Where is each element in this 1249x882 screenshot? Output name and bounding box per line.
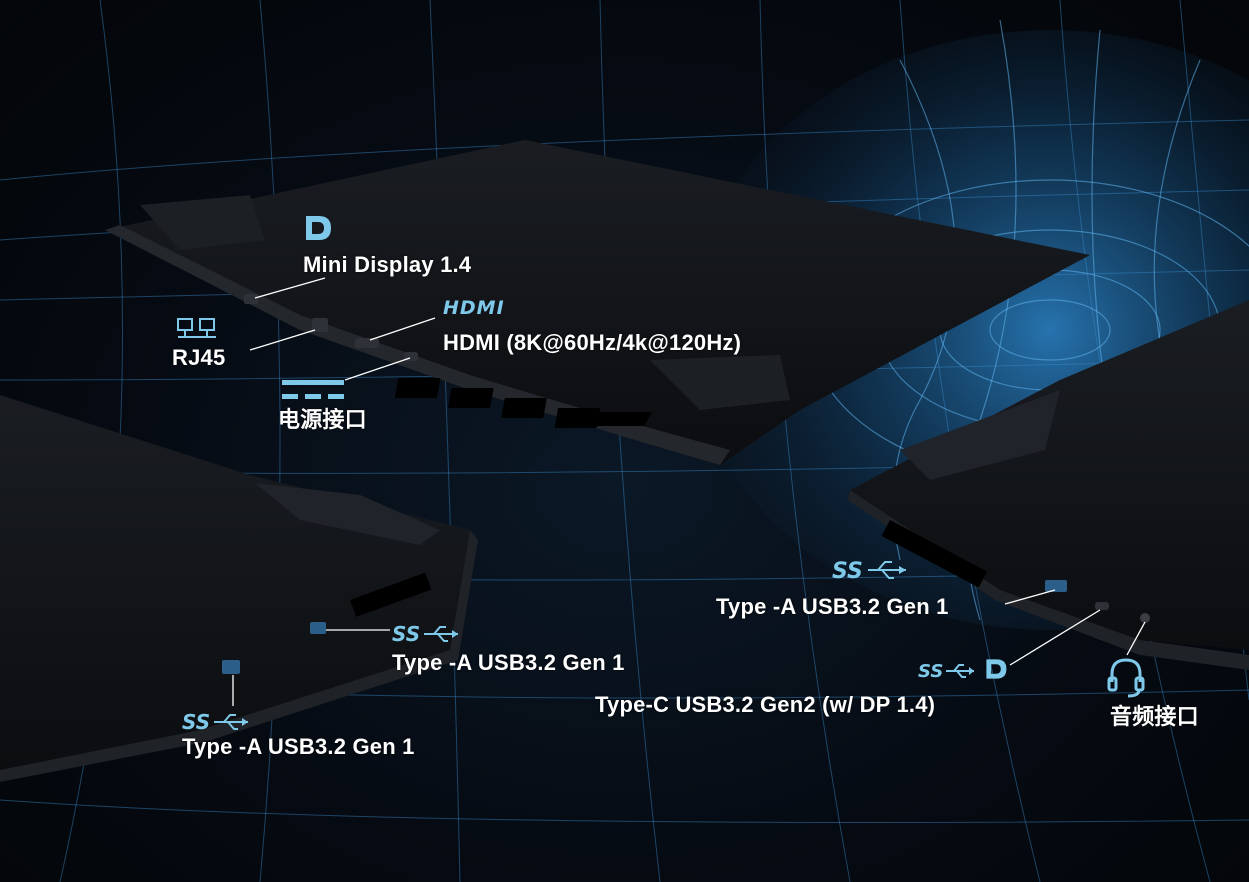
hdmi-logo: HDMI [443,297,505,319]
displayport-icon [986,659,1007,679]
laptop-right [848,300,1249,670]
svg-text:SS: SS [918,661,943,682]
usb-a-left-upper-label: Type -A USB3.2 Gen 1 [392,650,625,675]
audio-label: 音频接口 [1110,704,1199,729]
laptop-left [0,395,478,782]
svg-text:SS: SS [182,710,210,734]
usb-ss-icon: SS [832,559,906,584]
svg-text:SS: SS [392,622,420,646]
usb-ss-icon: SS [182,710,248,734]
network-icon [177,318,216,338]
rj45-label: RJ45 [172,345,226,370]
laptop-center [105,140,1090,465]
svg-text:SS: SS [832,559,863,584]
hdmi-label: HDMI (8K@60Hz/4k@120Hz) [443,330,742,355]
headset-icon [1107,658,1145,698]
power-label: 电源接口 [278,407,367,432]
usb-a-right-label: Type -A USB3.2 Gen 1 [716,594,949,619]
usb-c-right-label: Type-C USB3.2 Gen2 (w/ DP 1.4) [595,692,936,717]
usb-a-left-lower-label: Type -A USB3.2 Gen 1 [182,734,415,759]
usb-ss-icon: SS [392,622,458,646]
dc-power-icon [282,380,344,399]
displayport-icon [306,216,331,240]
usb-ss-icon: SS [918,661,974,682]
mini-display-label: Mini Display 1.4 [303,252,472,277]
